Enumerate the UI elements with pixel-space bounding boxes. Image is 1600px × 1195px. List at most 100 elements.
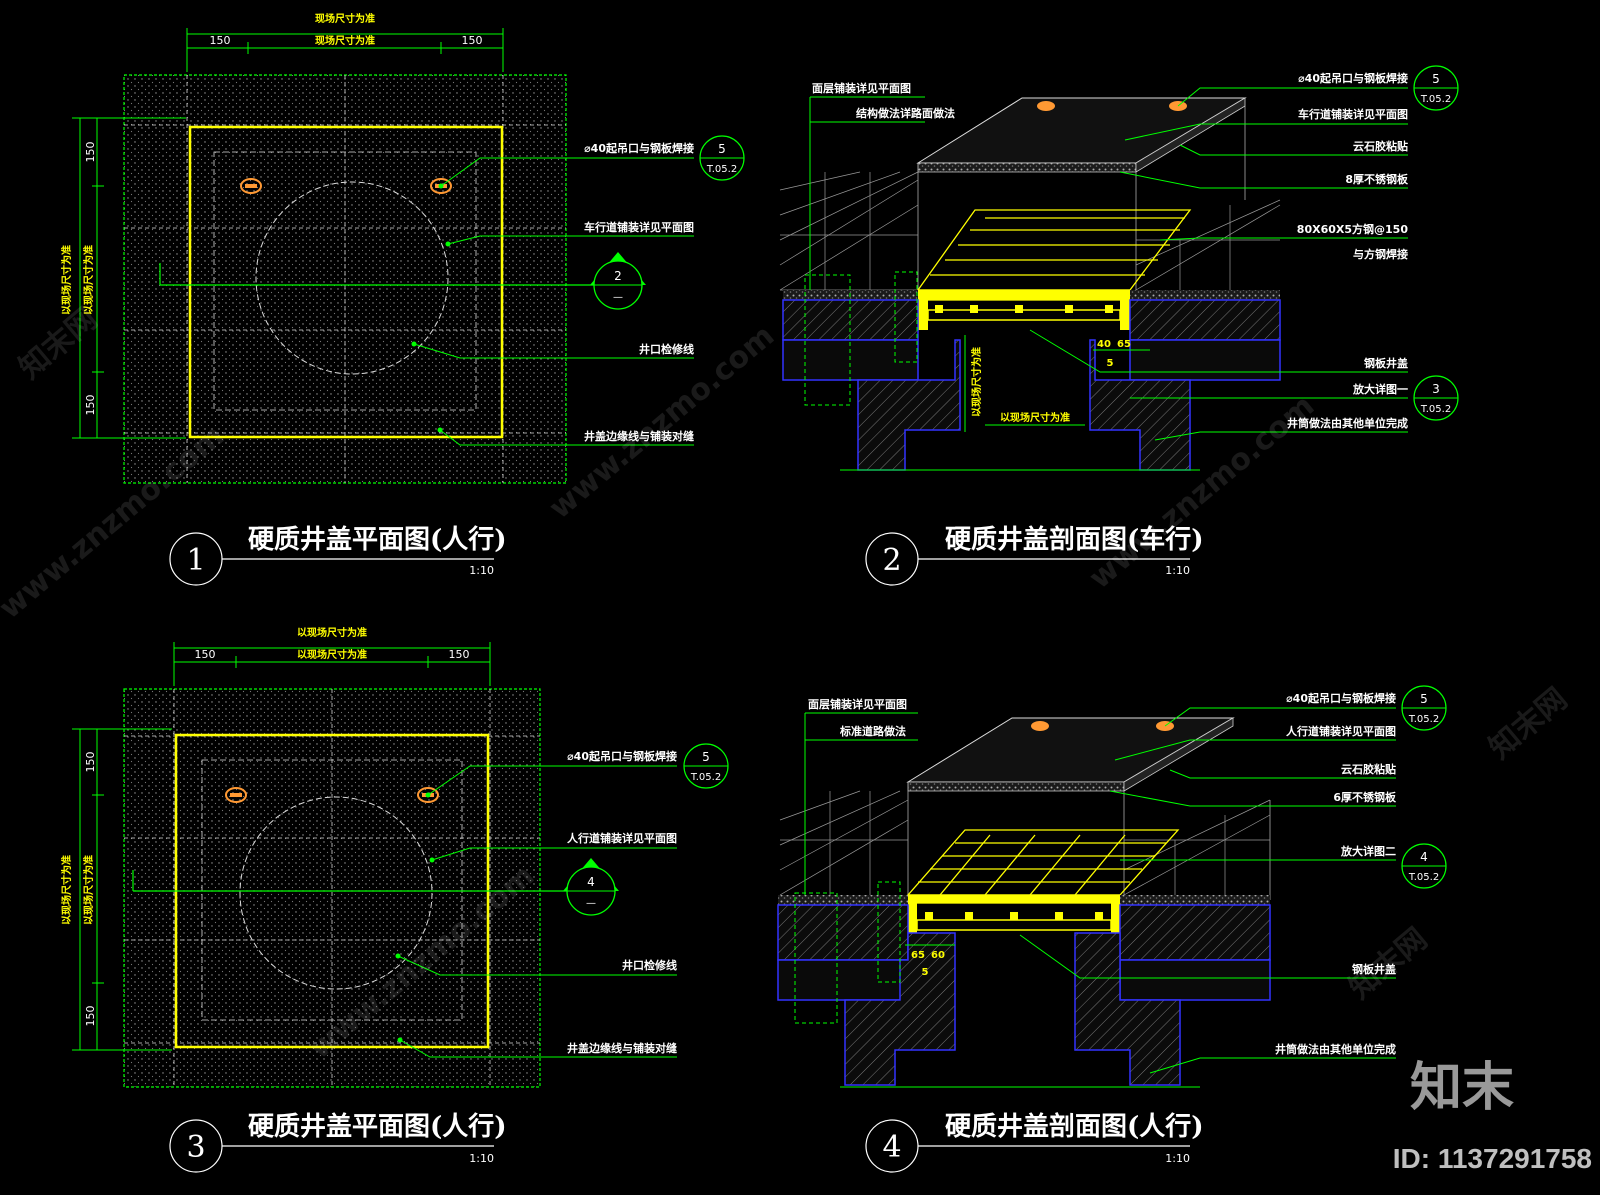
dim-v-outer: 以现场尺寸为准 bbox=[60, 245, 73, 315]
note-1-1: 车行道铺装详见平面图 bbox=[584, 220, 694, 234]
svg-text:T.05.2: T.05.2 bbox=[1420, 404, 1451, 415]
svg-text:—: — bbox=[586, 898, 596, 909]
dim-v-bottom: 150 bbox=[84, 1006, 97, 1027]
dim-4-1: 60 bbox=[931, 950, 945, 961]
leaders-2 bbox=[1029, 87, 1408, 441]
note-1-3: 井盖边缘线与铺装对缝 bbox=[584, 429, 694, 443]
dim-left: 150 bbox=[210, 34, 231, 47]
detail-tag-4-bottom: 4 T.05.2 bbox=[1401, 843, 1447, 889]
view-number: 3 bbox=[186, 1130, 205, 1165]
svg-text:知末网: 知末网 bbox=[1483, 681, 1574, 766]
dim-v-bottom: 150 bbox=[84, 395, 97, 416]
note-3-3: 井盖边缘线与铺装对缝 bbox=[567, 1041, 677, 1055]
dim-v-top: 150 bbox=[84, 142, 97, 163]
note-4-right-3: 6厚不锈钢板 bbox=[1333, 790, 1397, 804]
svg-text:5: 5 bbox=[1432, 72, 1440, 86]
section-mark-1: 2 — bbox=[590, 252, 646, 310]
note-4-right-6: 井筒做法由其他单位完成 bbox=[1275, 1042, 1396, 1056]
leaders-4 bbox=[1019, 707, 1396, 1074]
note-4-right-2: 云石胶粘贴 bbox=[1341, 762, 1396, 776]
dim-4-2: 5 bbox=[922, 967, 929, 978]
note-4-right-4: 放大详图二 bbox=[1340, 844, 1396, 858]
svg-text:www.znzmo.com: www.znzmo.com bbox=[0, 418, 231, 626]
view-title: 硬质井盖剖面图(车行) bbox=[945, 524, 1204, 555]
svg-text:4: 4 bbox=[587, 875, 595, 889]
detail-tag-2-top: 5 T.05.2 bbox=[1413, 65, 1459, 111]
view-title: 硬质井盖剖面图(人行) bbox=[945, 1111, 1204, 1142]
view-2-section: 以现场尺寸为准 以现场尺寸为准 40 65 5 面层铺装详见平面图 结构做法详路… bbox=[779, 65, 1459, 586]
svg-text:2: 2 bbox=[614, 269, 622, 283]
logo-text: 知末 bbox=[1410, 1058, 1514, 1118]
dim-top-inner: 以现场尺寸为准 bbox=[297, 648, 367, 661]
svg-text:5: 5 bbox=[1420, 692, 1428, 706]
note-2-right-6: 钢板井盖 bbox=[1364, 356, 1408, 370]
svg-text:4: 4 bbox=[1420, 850, 1428, 864]
guide-lines bbox=[917, 106, 1246, 300]
dim-v-inner: 以现场尺寸为准 bbox=[82, 245, 95, 315]
note-2-left-0: 面层铺装详见平面图 bbox=[812, 81, 911, 95]
detail-tag-3: 5 T.05.2 bbox=[683, 743, 729, 789]
svg-text:5: 5 bbox=[718, 142, 726, 156]
svg-text:T.05.2: T.05.2 bbox=[1408, 714, 1439, 725]
note-2-right-5: 与方钢焊接 bbox=[1353, 247, 1408, 261]
view-scale: 1:10 bbox=[1165, 1152, 1190, 1165]
svg-text:5: 5 bbox=[702, 750, 710, 764]
dim-left: 150 bbox=[195, 648, 216, 661]
note-2-left-1: 结构做法详路面做法 bbox=[855, 106, 955, 120]
dim-v-top: 150 bbox=[84, 752, 97, 773]
leaders-1 bbox=[413, 157, 694, 446]
svg-text:T.05.2: T.05.2 bbox=[690, 772, 721, 783]
note-3-0: ⌀40起吊口与钢板焊接 bbox=[567, 749, 677, 763]
pavement-layer-right bbox=[1130, 290, 1280, 300]
view-scale: 1:10 bbox=[469, 564, 494, 577]
svg-text:知末网: 知末网 bbox=[13, 301, 104, 386]
note-4-right-0: ⌀40起吊口与钢板焊接 bbox=[1286, 691, 1396, 705]
note-4-right-1: 人行道铺装详见平面图 bbox=[1286, 724, 1396, 738]
svg-text:—: — bbox=[613, 292, 623, 303]
detail-tag-1: 5 T.05.2 bbox=[699, 135, 745, 181]
svg-text:T.05.2: T.05.2 bbox=[706, 164, 737, 175]
note-2-right-4: 80X60X5方钢@150 bbox=[1297, 222, 1409, 236]
note-2-right-1: 车行道铺装详见平面图 bbox=[1298, 107, 1408, 121]
dim-2-2: 5 bbox=[1107, 358, 1114, 369]
dim-v-outer: 以现场尺寸为准 bbox=[60, 855, 73, 925]
steel-grid-frame bbox=[906, 829, 1180, 904]
inner-frame bbox=[213, 151, 477, 411]
steel-grid-frame bbox=[916, 209, 1192, 301]
section-mark-3: 4 — bbox=[563, 858, 619, 916]
view-scale: 1:10 bbox=[469, 1152, 494, 1165]
view-number: 4 bbox=[882, 1130, 901, 1165]
dim-right: 150 bbox=[449, 648, 470, 661]
view-1-plan: 现场尺寸为准 现场尺寸为准 150 150 以现场尺寸为准 以现场尺寸为准 15… bbox=[60, 12, 745, 586]
dim-2-0: 40 bbox=[1097, 339, 1111, 350]
dim-top-outer: 现场尺寸为准 bbox=[315, 12, 375, 25]
dim-bottom-2: 以现场尺寸为准 bbox=[1000, 411, 1070, 424]
svg-text:T.05.2: T.05.2 bbox=[1420, 94, 1451, 105]
dim-top-outer: 以现场尺寸为准 bbox=[297, 626, 367, 639]
note-2-right-2: 云石胶粘贴 bbox=[1353, 139, 1408, 153]
note-1-0: ⌀40起吊口与钢板焊接 bbox=[584, 141, 694, 155]
note-2-right-7: 放大详图一 bbox=[1352, 382, 1408, 396]
dim-right: 150 bbox=[462, 34, 483, 47]
note-4-left-1: 标准道路做法 bbox=[839, 724, 906, 738]
dim-4-0: 65 bbox=[911, 950, 925, 961]
note-3-2: 井口检修线 bbox=[622, 958, 677, 972]
image-id: ID: 1137291758 bbox=[1393, 1143, 1592, 1174]
view-3-plan: 以现场尺寸为准 以现场尺寸为准 150 150 以现场尺寸为准 以现场尺寸为准 … bbox=[60, 626, 729, 1173]
note-2-right-0: ⌀40起吊口与钢板焊接 bbox=[1298, 71, 1408, 85]
svg-text:T.05.2: T.05.2 bbox=[1408, 872, 1439, 883]
note-4-right-5: 钢板井盖 bbox=[1352, 962, 1396, 976]
dim-2-1: 65 bbox=[1117, 339, 1131, 350]
paving-tiles-perspective bbox=[779, 171, 1281, 291]
cover-outline bbox=[188, 125, 504, 439]
dim-top-inner: 现场尺寸为准 bbox=[315, 34, 375, 47]
note-2-right-3: 8厚不锈钢板 bbox=[1345, 172, 1409, 186]
note-2-right-8: 井筒做法由其他单位完成 bbox=[1287, 416, 1408, 430]
dim-left-vert bbox=[72, 117, 186, 439]
manhole-circle bbox=[255, 181, 449, 375]
note-1-2: 井口检修线 bbox=[639, 342, 694, 356]
view-number: 2 bbox=[882, 543, 901, 578]
detail-tag-4-top: 5 T.05.2 bbox=[1401, 685, 1447, 731]
view-title: 硬质井盖平面图(人行) bbox=[248, 1111, 507, 1142]
